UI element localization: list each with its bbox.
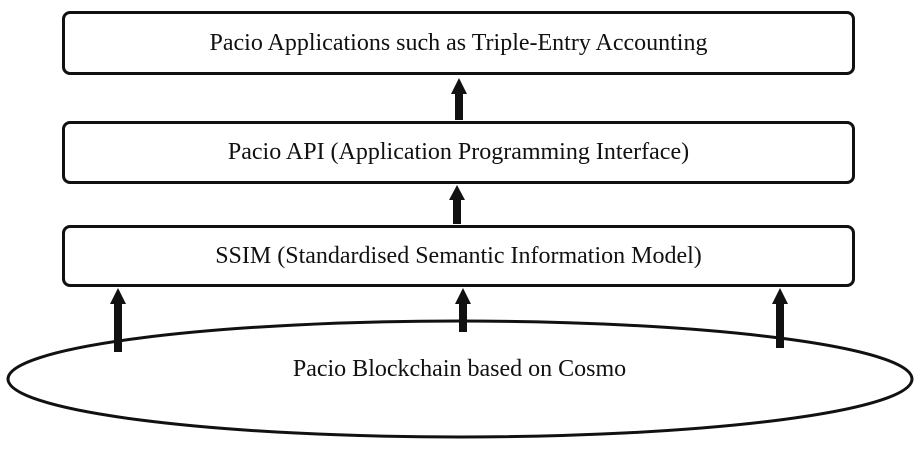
arrow-api-to-applications (451, 78, 467, 120)
applications-layer-label: Pacio Applications such as Triple-Entry … (209, 29, 708, 56)
arrow-ssim-to-api (449, 185, 465, 224)
arrow-blockchain-to-ssim-left (110, 288, 126, 352)
applications-layer-box: Pacio Applications such as Triple-Entry … (62, 11, 855, 75)
api-layer-box: Pacio API (Application Programming Inter… (62, 121, 855, 184)
ssim-layer-label: SSIM (Standardised Semantic Information … (215, 242, 702, 269)
arrow-blockchain-to-ssim-right (772, 288, 788, 348)
arrow-blockchain-to-ssim-middle (455, 288, 471, 332)
api-layer-label: Pacio API (Application Programming Inter… (227, 139, 690, 165)
ssim-layer-box: SSIM (Standardised Semantic Information … (62, 225, 855, 287)
blockchain-label: Pacio Blockchain based on Cosmo (292, 356, 627, 382)
